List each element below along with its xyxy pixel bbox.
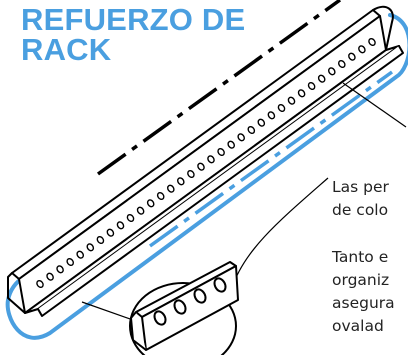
rack-hole	[36, 279, 44, 289]
rack-hole	[217, 147, 225, 157]
rack-hole	[348, 52, 356, 61]
rack-hole	[307, 81, 316, 91]
detail-hole	[213, 277, 227, 293]
callout-text-1: Las per de colo	[332, 176, 389, 222]
detail-hole	[153, 310, 167, 326]
leader-line-1	[342, 82, 407, 128]
rack-hole	[368, 37, 376, 47]
rack-hole	[126, 213, 135, 223]
detail-hole	[193, 288, 207, 304]
rack-hole	[227, 140, 235, 149]
rack-hole	[257, 118, 266, 127]
rack-highlight-outline	[5, 13, 408, 340]
rack-hole	[247, 125, 256, 135]
callout-1-line-1: Las per	[332, 178, 389, 196]
rack-hole	[317, 74, 326, 83]
detail-hole	[173, 299, 187, 315]
rack-hole	[197, 162, 205, 171]
rack-hole	[76, 250, 84, 259]
callout-2-line-1: Tanto e	[332, 248, 389, 266]
center-line-blue	[148, 70, 394, 248]
center-line-black	[96, 0, 342, 176]
callout-text-2: Tanto e organiz asegura ovalad	[332, 246, 395, 338]
callout-1-line-2: de colo	[332, 201, 389, 219]
rack-hole	[297, 89, 306, 98]
rack-hole	[96, 235, 105, 245]
rack-hole	[187, 169, 195, 179]
rack-hole	[56, 265, 64, 274]
rack-hole	[86, 243, 95, 252]
callout-2-line-4: ovalad	[332, 317, 384, 335]
title-line-1: REFUERZO DE	[21, 2, 246, 37]
rack-hole	[106, 228, 115, 237]
rack-hole	[66, 257, 74, 267]
rack-hole	[328, 67, 336, 76]
rack-hole	[267, 111, 276, 120]
rack-hole	[46, 272, 54, 281]
rack-hole	[338, 59, 346, 69]
rack-hole	[136, 206, 145, 215]
rack-hole	[146, 199, 155, 208]
diagram-title: REFUERZO DE RACK	[21, 2, 246, 67]
callout-2-line-3: asegura	[332, 294, 395, 312]
rack-hole	[167, 184, 175, 193]
rack-hole	[287, 96, 296, 105]
rack-hole	[156, 191, 165, 201]
rack-hole	[237, 133, 245, 142]
rack-hole	[116, 221, 125, 230]
rack-hole	[277, 103, 286, 113]
title-line-2: RACK	[21, 32, 112, 67]
leader-line-2	[231, 177, 329, 289]
callout-2-line-2: organiz	[332, 271, 390, 289]
rack-hole	[358, 45, 366, 54]
detail-holes	[153, 277, 227, 326]
rack-holes	[36, 37, 376, 289]
magnified-detail-drawing	[129, 261, 239, 355]
rack-hole	[177, 177, 185, 186]
rack-hole	[207, 155, 215, 164]
